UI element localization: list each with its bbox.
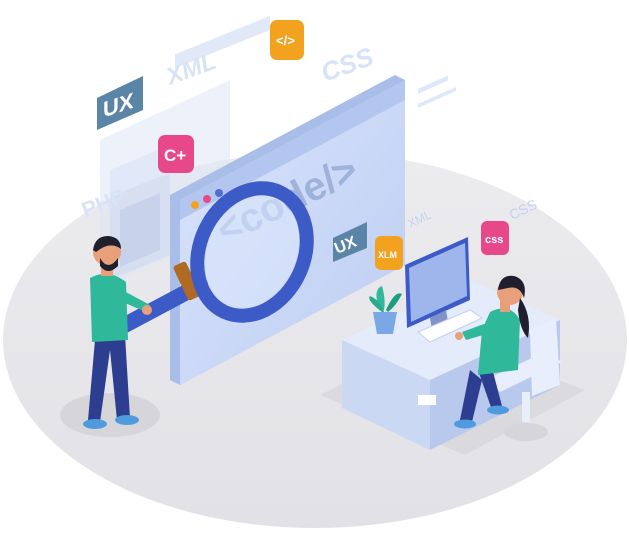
svg-text:C+: C+ — [164, 146, 186, 165]
svg-text:XLM: XLM — [378, 250, 397, 260]
badge-cplus: C+ — [158, 135, 194, 173]
tag-css-top: CSS — [317, 41, 378, 88]
badge-css: css — [481, 221, 509, 255]
monitor-icon — [405, 75, 470, 330]
plant-icon — [369, 286, 402, 334]
svg-text:css: css — [485, 234, 503, 246]
window-dot-blue — [215, 189, 223, 197]
window-dot-orange — [191, 201, 199, 209]
tag-ux-left: UX — [97, 76, 143, 130]
badge-xlm: XLM — [375, 236, 403, 270]
svg-text:</>: </> — [276, 33, 295, 48]
badge-code: </> — [270, 20, 304, 60]
tag-ux-window — [333, 222, 367, 262]
magnifying-glass-icon — [117, 181, 314, 333]
chair — [485, 318, 562, 441]
tag-xml-top: XML — [161, 48, 220, 91]
man-figure — [60, 236, 160, 437]
woman-figure — [454, 275, 529, 429]
keyboard-icon — [417, 309, 484, 343]
window-dot-pink — [203, 195, 211, 203]
